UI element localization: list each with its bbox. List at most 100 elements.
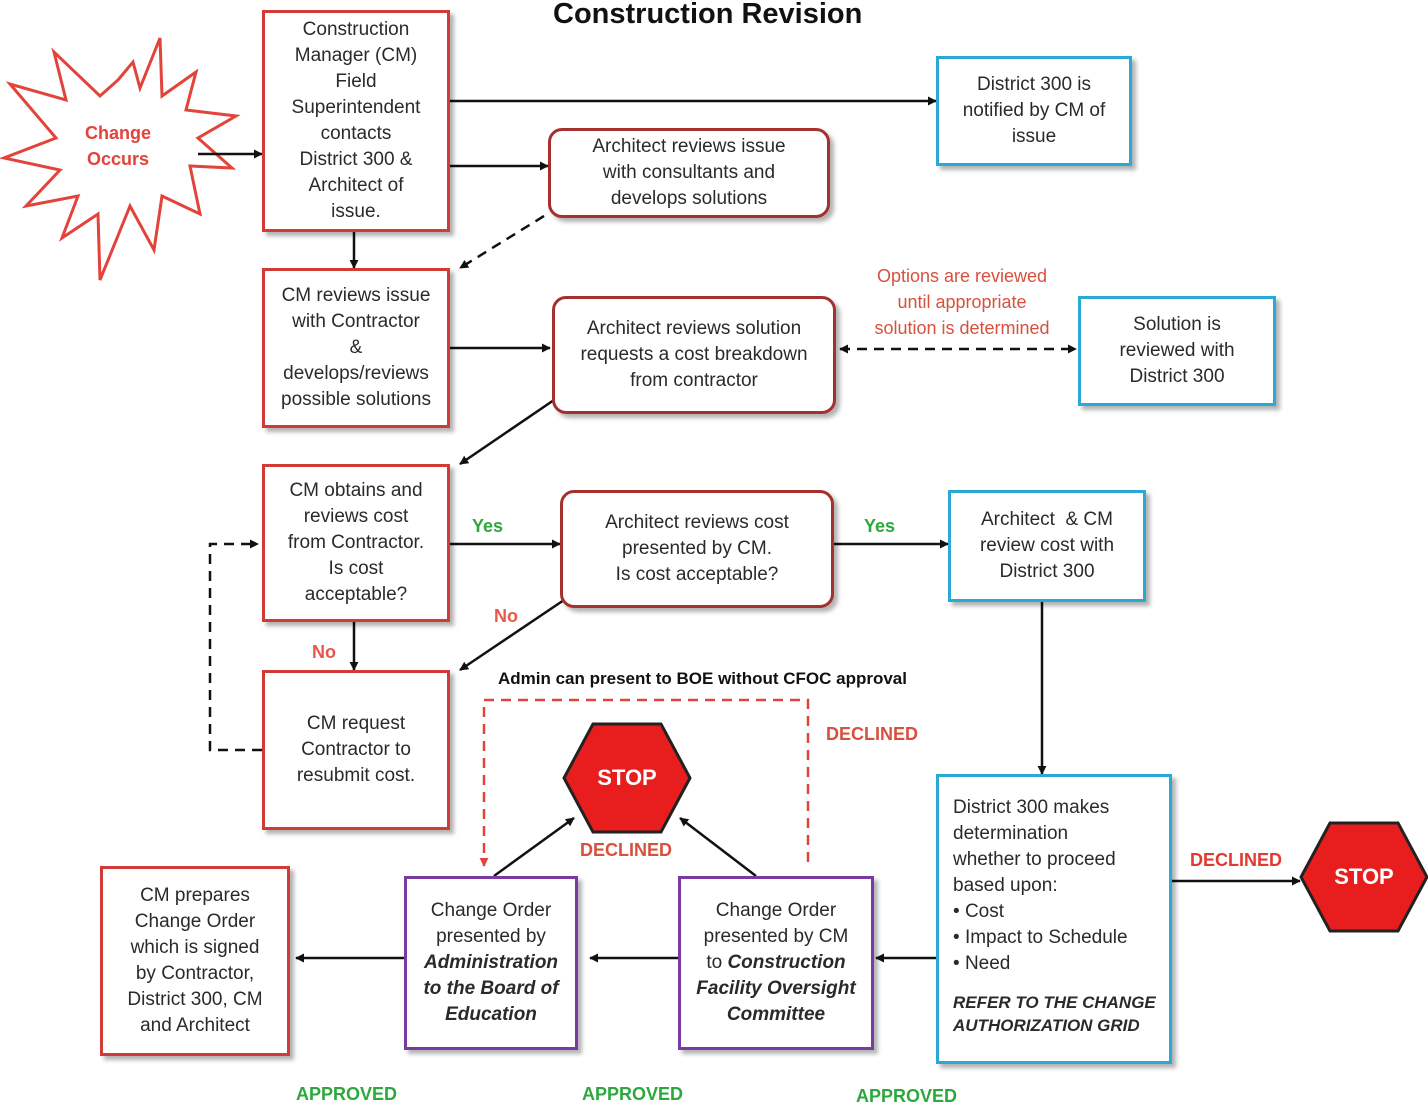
- node-line: with Contractor: [292, 311, 420, 332]
- label-no-2: No: [494, 606, 518, 626]
- node-line: from Contractor.: [287, 532, 425, 553]
- note-line: solution is determined: [874, 318, 1050, 338]
- node-text: to: [706, 952, 728, 973]
- node-line: issue.: [331, 201, 381, 222]
- node-cm-obtains-cost: CM obtains and reviews cost from Contrac…: [262, 464, 450, 622]
- criteria-list: Cost Impact to Schedule Need: [953, 899, 1128, 977]
- node-line: requests a cost breakdown: [580, 344, 808, 365]
- node-line: presented by CM: [703, 926, 849, 947]
- node-line: contacts: [320, 123, 392, 144]
- label-approved-2: APPROVED: [582, 1084, 684, 1104]
- node-line: Manager (CM): [294, 45, 418, 66]
- node-cm-request-resubmit: CM request Contractor to resubmit cost.: [262, 670, 450, 830]
- node-line: District 300, CM: [127, 989, 263, 1010]
- label-approved-1: APPROVED: [296, 1084, 398, 1104]
- node-change-order-board: Change Order presented by Administration…: [404, 876, 578, 1050]
- node-emph: Facility Oversight: [696, 978, 856, 999]
- dashed-resubmit-loop: [208, 539, 262, 752]
- node-line: &: [349, 337, 363, 358]
- note-line: Options are reviewed: [876, 266, 1048, 286]
- node-line: CM prepares: [140, 885, 250, 906]
- node-line: Architect reviews solution: [586, 318, 802, 339]
- stop-sign-1-text: STOP: [597, 765, 657, 790]
- node-architect-cm-review: Architect & CM review cost with District…: [948, 490, 1146, 602]
- node-line: Superintendent: [291, 97, 421, 118]
- note-line: until appropriate: [897, 292, 1027, 312]
- stop-sign-2-text: STOP: [1334, 864, 1394, 889]
- label-no-1: No: [312, 642, 336, 662]
- node-architect-reviews-solution: Architect reviews solution requests a co…: [552, 296, 836, 414]
- arrow-cfoc-to-stop: [679, 817, 757, 877]
- label-declined-right: DECLINED: [1190, 850, 1283, 870]
- node-line: based upon:: [953, 875, 1058, 896]
- node-architect-reviews-issue: Architect reviews issue with consultants…: [548, 128, 830, 218]
- refer-line: AUTHORIZATION GRID: [953, 1016, 1140, 1035]
- criteria-item: Need: [953, 951, 1128, 977]
- node-line: District 300: [1129, 366, 1225, 387]
- node-line: Solution is: [1133, 314, 1221, 335]
- node-line: Construction: [302, 19, 410, 40]
- node-line: Architect reviews issue: [592, 136, 786, 157]
- node-line: from contractor: [630, 370, 758, 391]
- node-line: District 300: [999, 561, 1095, 582]
- label-declined-dashed: DECLINED: [826, 724, 919, 744]
- node-line: Architect & CM: [981, 509, 1113, 530]
- node-solution-reviewed: Solution is reviewed with District 300: [1078, 296, 1276, 406]
- node-line: reviews cost: [303, 506, 409, 527]
- node-line: CM request: [306, 713, 406, 734]
- node-line: review cost with: [979, 535, 1115, 556]
- node-line: presented by: [436, 926, 546, 947]
- node-cm-contacts: Construction Manager (CM) Field Superint…: [262, 10, 450, 232]
- stop-sign-2: [1299, 821, 1428, 933]
- node-line: develops/reviews: [283, 363, 429, 384]
- node-line: Change Order: [134, 911, 256, 932]
- node-district-determination: District 300 makes determination whether…: [936, 774, 1172, 1064]
- node-line: whether to proceed: [953, 849, 1116, 870]
- node-line: Change Order: [715, 900, 837, 921]
- dashed-declined-boe: [479, 698, 810, 867]
- node-line-mixed: to Construction: [706, 950, 845, 976]
- node-line: CM reviews issue: [281, 285, 431, 306]
- node-emph: to the Board of: [423, 978, 559, 999]
- refer-line: REFER TO THE CHANGE: [953, 993, 1156, 1012]
- criteria-item: Cost: [953, 899, 1128, 925]
- node-line: District 300 is: [976, 74, 1092, 95]
- node-line: reviewed with: [1119, 340, 1235, 361]
- node-emph: Administration: [423, 952, 559, 973]
- node-line: and Architect: [140, 1015, 250, 1036]
- node-line: notified by CM of: [962, 100, 1106, 121]
- arrow-board-to-stop: [493, 816, 575, 878]
- label-approved-3: APPROVED: [856, 1086, 958, 1106]
- label-declined-stop1: DECLINED: [580, 840, 673, 860]
- label-yes-2: Yes: [864, 516, 896, 536]
- node-line: possible solutions: [281, 389, 431, 410]
- node-line: CM obtains and: [289, 480, 423, 501]
- refer-grid-note: REFER TO THE CHANGE AUTHORIZATION GRID: [953, 991, 1156, 1037]
- node-line: Architect reviews cost: [605, 512, 789, 533]
- node-line: District 300 makes: [953, 797, 1110, 818]
- arrow-no-2: [459, 598, 565, 672]
- admin-note: Admin can present to BOE without CFOC ap…: [498, 669, 907, 688]
- node-line: which is signed: [130, 937, 260, 958]
- label-yes-1: Yes: [472, 516, 504, 536]
- node-line: Is cost: [328, 558, 384, 579]
- node-line: with consultants and: [602, 162, 776, 183]
- node-change-order-cfoc: Change Order presented by CM to Construc…: [678, 876, 874, 1050]
- stop-sign-1: [562, 722, 692, 834]
- dashed-arch-to-cm: [459, 214, 545, 270]
- change-occurs-text: Change Occurs: [76, 120, 160, 172]
- node-line: Contractor to: [301, 739, 411, 760]
- arrow-arch-solution-to-cm-cost: [459, 398, 555, 466]
- node-emph: Construction: [727, 952, 846, 973]
- burst-line-2: Occurs: [86, 149, 150, 169]
- node-line: Is cost acceptable?: [615, 564, 779, 585]
- node-line: Field: [335, 71, 377, 92]
- node-line: by Contractor,: [135, 963, 255, 984]
- node-line: District 300 &: [299, 149, 413, 170]
- node-line: resubmit cost.: [296, 765, 416, 786]
- options-reviewed-note: Options are reviewed until appropriate s…: [860, 263, 1064, 341]
- node-line: presented by CM.: [622, 538, 772, 559]
- node-architect-reviews-cost: Architect reviews cost presented by CM. …: [560, 490, 834, 608]
- node-district-notified: District 300 is notified by CM of issue: [936, 56, 1132, 166]
